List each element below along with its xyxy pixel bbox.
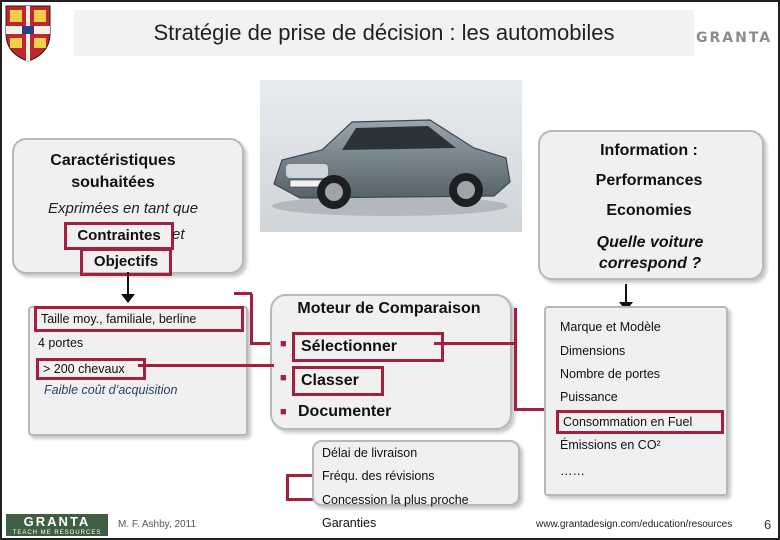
page-number: 6 (764, 517, 772, 532)
step-document: Documenter (298, 403, 392, 420)
requirement-size: Taille moy., familiale, berline (34, 306, 244, 332)
service-delivery: Délai de livraison (322, 446, 418, 460)
comparison-engine-title: Moteur de Comparaison (297, 300, 481, 317)
granta-logo: GRANTA (696, 30, 773, 46)
desired-characteristics-heading: Caractéristiques souhaitées (50, 152, 176, 191)
documented-attributes-panel (544, 306, 728, 496)
which-car-question: Quelle voiture correspond ? (596, 234, 704, 272)
connector-line (138, 364, 274, 367)
attribute-more: …… (560, 464, 585, 478)
attribute-make-model: Marque et Modèle (560, 320, 661, 334)
attribute-power: Puissance (560, 390, 618, 404)
bullet-icon: ■ (280, 372, 287, 384)
footer-logo-sub: TEACH ME RESOURCES (12, 530, 102, 536)
information-panel (538, 130, 764, 280)
connector-line (286, 474, 316, 477)
desired-characteristics-panel (12, 138, 244, 274)
requirement-doors: 4 portes (38, 336, 84, 350)
bullet-icon: ■ (280, 338, 287, 350)
and-label: et (172, 226, 185, 243)
car-image (260, 80, 522, 232)
step-select: Sélectionner (292, 332, 444, 362)
step-rank: Classer (292, 366, 384, 396)
attribute-dimensions: Dimensions (560, 344, 626, 358)
service-info-panel (312, 440, 520, 506)
requirement-power: > 200 chevaux (36, 358, 146, 380)
connector-line (286, 474, 289, 500)
expressed-as-label: Exprimées en tant que (48, 200, 199, 217)
attribute-fuel: Consommation en Fuel (556, 410, 724, 434)
university-crest-icon (5, 5, 51, 62)
comparison-engine-panel (270, 294, 512, 430)
footer-logo: GRANTA TEACH ME RESOURCES (6, 514, 108, 536)
bullet-icon: ■ (280, 406, 287, 418)
connector-line (434, 342, 516, 345)
attribute-doors: Nombre de portes (560, 367, 661, 381)
footer-url[interactable]: www.grantadesign.com/education/resources (536, 519, 733, 530)
connector-line (250, 294, 253, 344)
arrow-down-left-icon (121, 272, 135, 303)
connector-line (250, 342, 270, 345)
footer-logo-text: GRANTA (23, 514, 91, 529)
service-dealer: Concession la plus proche (322, 493, 469, 507)
connector-line (514, 308, 517, 410)
service-warranty: Garanties (322, 516, 377, 530)
info-item-economies: Economies (606, 202, 692, 219)
info-item-performances: Performances (595, 172, 703, 189)
page-title: Stratégie de prise de décision : les aut… (153, 20, 615, 45)
connector-line (286, 498, 316, 501)
information-heading: Information : (600, 142, 698, 159)
service-frequency: Fréqu. des révisions (322, 469, 435, 483)
title-box (74, 10, 694, 56)
objectives-label: Objectifs (80, 248, 172, 276)
attribute-co2: Émissions en CO² (560, 438, 661, 452)
connector-line (234, 292, 252, 295)
footer-author: M. F. Ashby, 2011 (118, 519, 197, 530)
objective-low-cost: Faible coût d’acquisition (44, 383, 178, 397)
constraints-label: Contraintes (64, 222, 174, 250)
connector-line (514, 408, 544, 411)
requirements-list-panel (28, 306, 248, 436)
